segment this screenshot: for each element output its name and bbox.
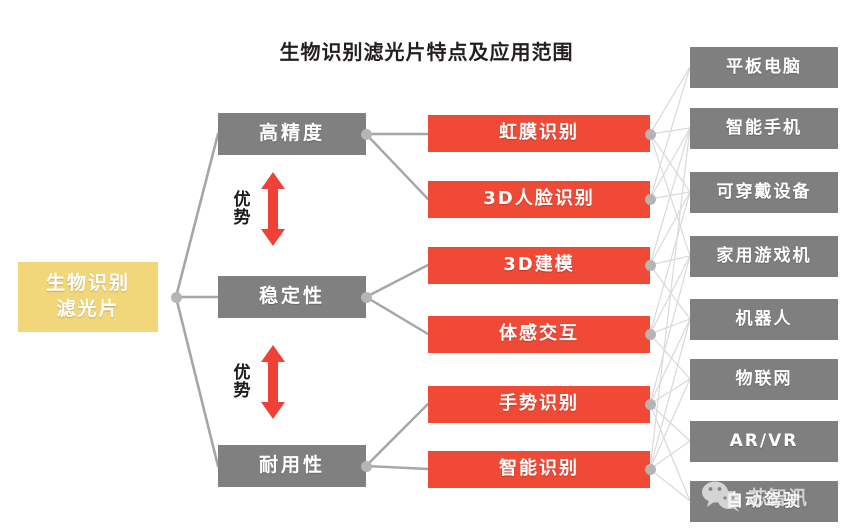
market-node-wearable-device[interactable]: 可穿戴设备	[690, 172, 838, 213]
advantage-label-upper: 优 势	[232, 189, 252, 228]
connector-dot	[644, 259, 656, 271]
market-node-tablet[interactable]: 平板电脑	[690, 47, 838, 88]
connector-dot	[644, 128, 656, 140]
market-node-smartphone[interactable]: 智能手机	[690, 108, 838, 149]
market-label: 自动驾驶	[726, 490, 802, 511]
application-label: 3D人脸识别	[483, 188, 595, 210]
advantage-indicator-lower: 优 势	[232, 345, 286, 419]
application-label: 3D建模	[503, 254, 575, 276]
feature-label: 高精度	[258, 122, 325, 145]
advantage-label-lower: 优 势	[232, 362, 252, 401]
application-label: 手势识别	[499, 393, 579, 415]
root-node-label-line1: 生物识别	[45, 272, 130, 295]
advantage-label-line1: 优	[233, 189, 251, 210]
root-node-biometric-filter[interactable]: 生物识别 滤光片	[18, 262, 158, 332]
market-label: 平板电脑	[726, 56, 802, 77]
market-label: AR/VR	[729, 430, 799, 451]
market-node-robot[interactable]: 机器人	[690, 299, 838, 340]
market-label: 机器人	[735, 308, 793, 329]
double-arrow-vertical-icon	[261, 345, 285, 419]
double-arrow-vertical-icon	[261, 172, 285, 246]
wechat-icon	[702, 481, 740, 512]
root-node-label-line2: 滤光片	[56, 298, 120, 320]
advantage-label-line2: 势	[233, 208, 251, 228]
application-node-motion-interaction[interactable]: 体感交互	[428, 316, 650, 353]
feature-node-high-precision[interactable]: 高精度	[218, 113, 366, 155]
application-node-gesture-recognition[interactable]: 手势识别	[428, 386, 650, 423]
advantage-label-line2: 势	[233, 381, 251, 401]
page-title: 生物识别滤光片特点及应用范围	[279, 40, 574, 64]
market-label: 可穿戴设备	[716, 181, 812, 202]
market-label: 家用游戏机	[716, 245, 812, 266]
market-node-ar-vr[interactable]: AR/VR	[690, 421, 838, 462]
feature-node-durability[interactable]: 耐用性	[218, 445, 366, 487]
feature-label: 稳定性	[258, 285, 325, 308]
market-label: 物联网	[735, 368, 793, 389]
advantage-indicator-upper: 优 势	[232, 172, 286, 246]
application-label: 智能识别	[499, 458, 579, 480]
connector-dot	[170, 291, 182, 303]
application-label: 虹膜识别	[499, 122, 579, 144]
feature-node-stability[interactable]: 稳定性	[218, 276, 366, 318]
connector-dot	[644, 463, 656, 475]
connector-dot	[644, 328, 656, 340]
application-node-iris-recognition[interactable]: 虹膜识别	[428, 115, 650, 152]
connector-dot	[360, 460, 372, 472]
application-node-smart-recognition[interactable]: 智能识别	[428, 451, 650, 488]
connector-dot	[644, 193, 656, 205]
feature-label: 耐用性	[258, 454, 325, 477]
advantage-label-line1: 优	[233, 362, 251, 383]
watermark-text: 芯智讯	[748, 486, 809, 509]
application-label: 体感交互	[499, 323, 579, 345]
connector-dot	[360, 128, 372, 140]
application-node-3d-modeling[interactable]: 3D建模	[428, 247, 650, 284]
connector-dot	[360, 291, 372, 303]
application-node-3d-face-recognition[interactable]: 3D人脸识别	[428, 181, 650, 218]
connector-dot	[644, 398, 656, 410]
market-node-home-game-console[interactable]: 家用游戏机	[690, 236, 838, 277]
watermark: 芯智讯	[700, 480, 808, 512]
market-label: 智能手机	[726, 117, 802, 138]
market-node-iot[interactable]: 物联网	[690, 359, 838, 400]
